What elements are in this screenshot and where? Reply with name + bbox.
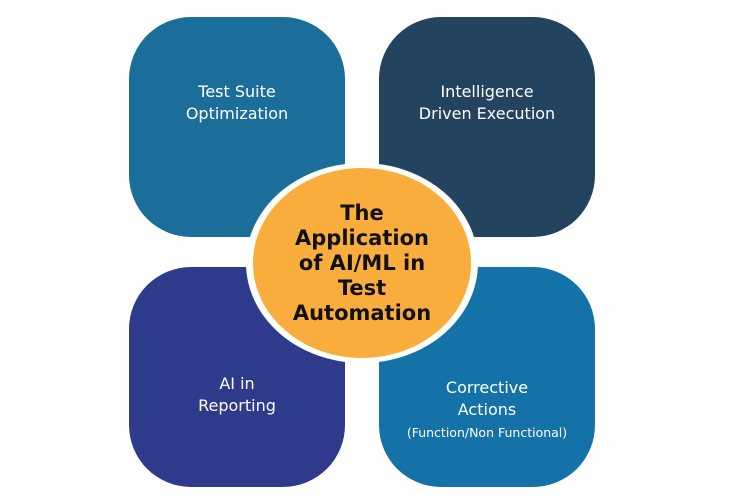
center-title-line: Application	[295, 225, 429, 250]
quadrant-label-line: Driven Execution	[418, 104, 556, 123]
quadrant-label-line: Optimization	[185, 104, 289, 123]
quadrant-label-line: Test Suite	[198, 82, 276, 101]
center-title-line: The	[340, 200, 384, 225]
quadrant-corrective-actions: Corrective Actions (Function/Non Functio…	[379, 267, 595, 487]
quadrant-label-line: Reporting	[198, 396, 276, 415]
center-title-line: Test	[337, 275, 387, 300]
center-circle: The Application of AI/ML in Test Automat…	[253, 168, 471, 358]
quadrant-intelligence-driven-execution: Intelligence Driven Execution	[379, 17, 595, 237]
quadrant-label-line: AI in	[219, 374, 255, 393]
quadrant-sublabel: (Function/Non Functional)	[406, 425, 568, 440]
quadrant-test-suite-optimization: Test Suite Optimization	[129, 17, 345, 237]
center-title-line: Automation	[292, 300, 432, 325]
quadrant-label-line: Corrective	[445, 378, 529, 397]
quadrant-label-line: Actions	[457, 400, 517, 419]
center-title-line: of AI/ML in	[298, 250, 426, 275]
quadrant-label-line: Intelligence	[440, 82, 534, 101]
